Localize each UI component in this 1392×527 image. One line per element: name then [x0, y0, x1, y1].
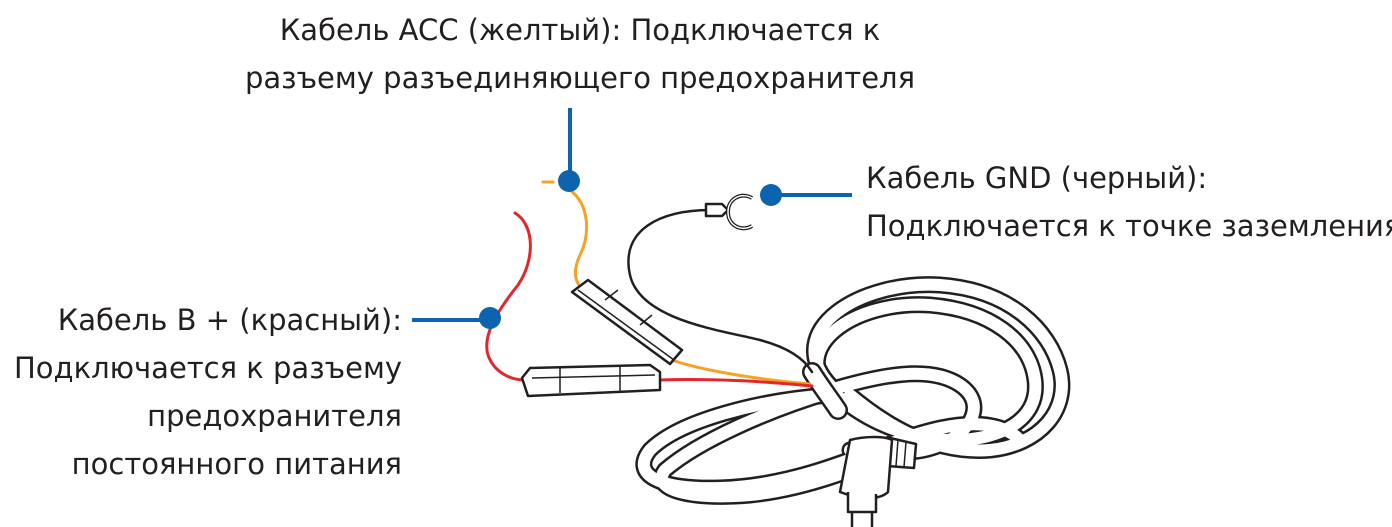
acc-callout: [558, 108, 580, 192]
bplus-callout-dot: [479, 307, 501, 329]
cable-tie: [802, 362, 848, 420]
gnd-label-line-2: Подключается к точке заземления: [866, 209, 1392, 243]
acc-label-line-2: разъему разъединяющего предохранителя: [244, 61, 916, 95]
acc-fuse-connector: [570, 278, 684, 366]
gnd-callout: [760, 184, 852, 206]
ring-terminal: [704, 193, 754, 231]
acc-cable-label: Кабель ACC (желтый): Подключается к разъ…: [200, 6, 960, 102]
bplus-label-line-3: предохранителя: [147, 399, 402, 433]
bplus-wire: [485, 211, 814, 388]
acc-label-line-1: Кабель ACC (желтый): Подключается к: [279, 13, 881, 47]
bplus-cable-label: Кабель B + (красный): Подключается к раз…: [0, 296, 402, 488]
power-plug: [838, 435, 918, 527]
gnd-callout-dot: [760, 184, 782, 206]
gnd-cable-label: Кабель GND (черный): Подключается к точк…: [866, 154, 1392, 250]
bplus-fuse-connector: [520, 363, 662, 398]
gnd-label-line-1: Кабель GND (черный):: [866, 161, 1208, 195]
gnd-wire: [627, 208, 814, 374]
acc-wire: [541, 180, 812, 386]
acc-callout-dot: [558, 170, 580, 192]
bplus-callout: [412, 307, 501, 329]
bplus-label-line-1: Кабель B + (красный):: [57, 303, 402, 337]
bplus-label-line-4: постоянного питания: [71, 447, 402, 481]
bplus-label-line-2: Подключается к разъему: [13, 351, 402, 385]
